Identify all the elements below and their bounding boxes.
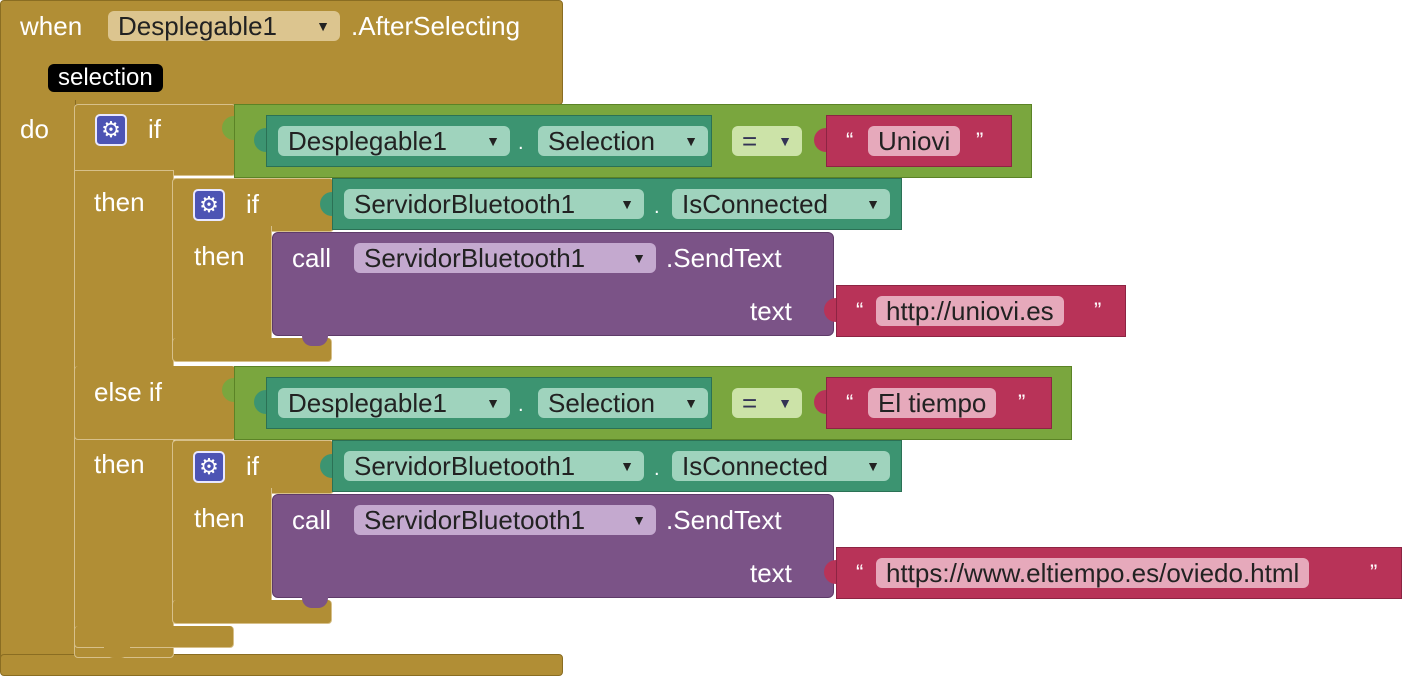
method-label-2: .SendText [666,505,782,535]
open-quote-3: “ [856,298,864,323]
triangle-down-icon: ▼ [316,18,330,34]
close-quote-2: ” [1018,390,1026,415]
event-component-name: Desplegable1 [118,11,278,41]
inner-then-label-2: then [194,503,245,533]
triangle-down-icon: ▼ [866,458,880,474]
operator-2: = [742,388,758,418]
triangle-down-icon: ▼ [866,196,880,212]
then-label: then [94,187,145,217]
property-name-2: Selection [548,388,655,418]
text-value-4[interactable]: https://www.eltiempo.es/oviedo.html [876,558,1310,588]
gear-icon[interactable]: ⚙ [193,451,225,483]
text-value-1[interactable]: Uniovi [868,126,961,156]
is-connected-dropdown-1[interactable]: IsConnected ▼ [672,189,890,219]
open-quote-4: “ [856,560,864,585]
call-label-2: call [292,505,332,535]
operator-dropdown-2[interactable]: = ▼ [732,388,802,418]
dot-label-1: . [518,132,524,154]
close-quote-1: ” [976,128,984,153]
if-label: if [148,114,161,144]
else-if-row [74,366,236,440]
operator-1: = [742,126,758,156]
component-dropdown-2[interactable]: Desplegable1 ▼ [278,388,510,418]
selection-parameter[interactable]: selection [48,64,163,92]
call-component-name-2: ServidorBluetooth1 [364,505,586,535]
else-if-label: else if [94,377,162,407]
call-component-dropdown-2[interactable]: ServidorBluetooth1 ▼ [354,505,656,535]
if-block-inner-2-arm [172,488,272,608]
triangle-down-icon: ▼ [486,133,500,149]
triangle-down-icon: ▼ [620,458,634,474]
open-quote-1: “ [846,128,854,153]
send-text-block-1-nub [302,334,328,346]
text-value-2[interactable]: El tiempo [868,388,997,418]
gear-icon[interactable]: ⚙ [95,114,127,146]
text-block-3-tab [824,298,836,322]
if-block-outer-nub [104,646,130,658]
text-block-4-tab [824,560,836,584]
triangle-down-icon: ▼ [620,196,634,212]
when-label: when [20,11,83,41]
component-name-1: Desplegable1 [288,126,448,156]
property-name-1: Selection [548,126,655,156]
component-dropdown-1[interactable]: Desplegable1 ▼ [278,126,510,156]
event-block-left-arm [0,100,76,660]
method-label-1: .SendText [666,243,782,273]
close-quote-4: ” [1370,560,1378,585]
property-dropdown-1[interactable]: Selection ▼ [538,126,708,156]
is-connected-label-1: IsConnected [682,189,828,219]
triangle-down-icon: ▼ [632,250,646,266]
call-label-1: call [292,243,332,273]
close-quote-3: ” [1094,298,1102,323]
do-label: do [20,114,49,144]
event-name-label: .AfterSelecting [351,11,521,41]
is-connected-block-1-tab [320,192,332,216]
bt-component-dropdown-2[interactable]: ServidorBluetooth1 ▼ [344,451,644,481]
getter-block-2-tab [254,390,266,414]
triangle-down-icon: ▼ [778,395,792,411]
open-quote-2: “ [846,390,854,415]
bt-component-name-2: ServidorBluetooth1 [354,451,576,481]
is-connected-label-2: IsConnected [682,451,828,481]
inner-if-label-2: if [246,451,259,481]
triangle-down-icon: ▼ [778,133,792,149]
send-text-block-2-nub [302,596,328,608]
text-arg-label-2: text [750,558,792,588]
event-component-dropdown[interactable]: Desplegable1 ▼ [108,11,340,41]
operator-dropdown-1[interactable]: = ▼ [732,126,802,156]
text-block-2-tab [814,390,826,414]
call-component-dropdown-1[interactable]: ServidorBluetooth1 ▼ [354,243,656,273]
dot-label-4: . [654,458,660,480]
triangle-down-icon: ▼ [486,395,500,411]
text-arg-label-1: text [750,296,792,326]
inner-if-label-1: if [246,189,259,219]
then-label-2: then [94,449,145,479]
bt-component-dropdown-1[interactable]: ServidorBluetooth1 ▼ [344,189,644,219]
triangle-down-icon: ▼ [684,133,698,149]
if-block-inner-1-arm [172,226,272,346]
text-value-3[interactable]: http://uniovi.es [876,296,1064,326]
compare-block-2-tab [222,378,234,402]
property-dropdown-2[interactable]: Selection ▼ [538,388,708,418]
compare-block-1-tab [222,116,234,140]
text-block-1-tab [814,128,826,152]
triangle-down-icon: ▼ [684,395,698,411]
triangle-down-icon: ▼ [632,512,646,528]
component-name-2: Desplegable1 [288,388,448,418]
inner-then-label-1: then [194,241,245,271]
dot-label-3: . [654,196,660,218]
is-connected-block-2-tab [320,454,332,478]
call-component-name-1: ServidorBluetooth1 [364,243,586,273]
dot-label-2: . [518,394,524,416]
getter-block-1-tab [254,128,266,152]
bt-component-name-1: ServidorBluetooth1 [354,189,576,219]
gear-icon[interactable]: ⚙ [193,189,225,221]
is-connected-dropdown-2[interactable]: IsConnected ▼ [672,451,890,481]
if-block-outer-footer [74,626,234,648]
